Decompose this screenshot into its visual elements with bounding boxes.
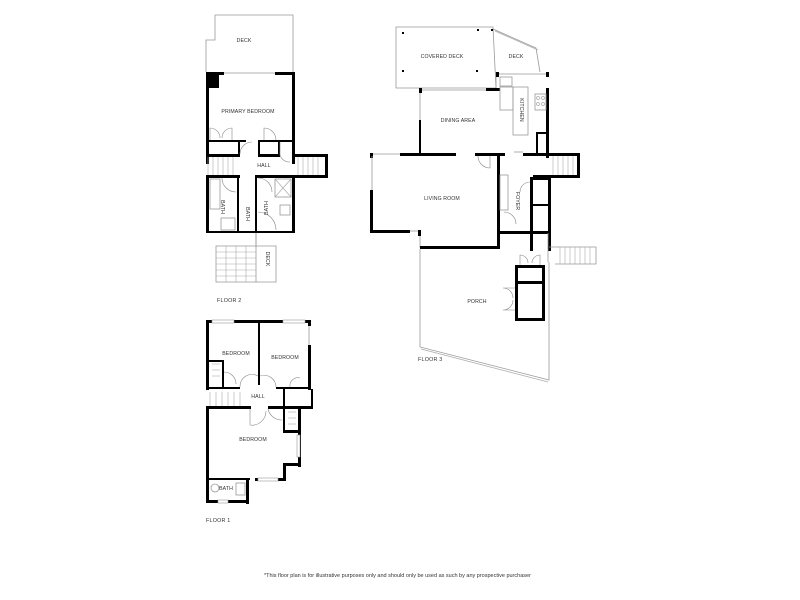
floor-1-plan: BEDROOM BEDROOM HALL BEDROOM BATH FLOOR … [206,319,313,524]
room-label-deck: DECK [509,54,524,60]
room-label-bath: BATH [219,200,225,214]
room-label-deck: DECK [264,252,270,267]
stove [534,93,547,111]
toilet [210,483,220,493]
room-label-living-room: LIVING ROOM [424,196,460,202]
room-label-bath: BATH [264,201,270,215]
bathtub [209,178,221,210]
vanity [220,217,236,231]
room-label-covered-deck: COVERED DECK [421,54,464,60]
room-label-bath: BATH [244,207,250,221]
floor-2-plan: DECK PRIMARY BEDROOM HALL BATH BATH BATH… [205,14,328,304]
sink [279,204,291,216]
porch-outline [419,249,550,381]
floor-3-plan: COVERED DECK DECK DINING AREA KITCHEN LI… [370,26,597,383]
closet-block [206,72,219,88]
room-label-foyer: FOYER [514,192,520,211]
room-label-bedroom: BEDROOM [271,355,299,361]
room-label-porch: PORCH [467,299,486,305]
room-label-primary-bedroom: PRIMARY BEDROOM [221,109,274,115]
floor-1-label: FLOOR 1 [206,518,230,524]
room-label-bedroom: BEDROOM [239,437,267,443]
room-label-hall: HALL [251,394,264,400]
room-label-deck: DECK [237,38,252,44]
bath-vanity [235,482,246,496]
shower [274,178,292,198]
room-label-bedroom: BEDROOM [222,351,250,357]
floor-3-label: FLOOR 3 [418,357,442,363]
kitchen-island [512,86,529,136]
disclaimer-note: *This floor plan is for illustrative pur… [264,573,531,579]
room-label-hall: HALL [257,163,270,169]
room-label-dining-area: DINING AREA [441,118,476,124]
stairs [297,157,319,175]
kitchen-sink [499,76,513,87]
room-label-kitchen: KITCHEN [518,98,524,122]
floor-2-label: FLOOR 2 [217,298,241,304]
deck-outline [205,14,294,72]
room-label-bath: BATH [219,486,233,492]
